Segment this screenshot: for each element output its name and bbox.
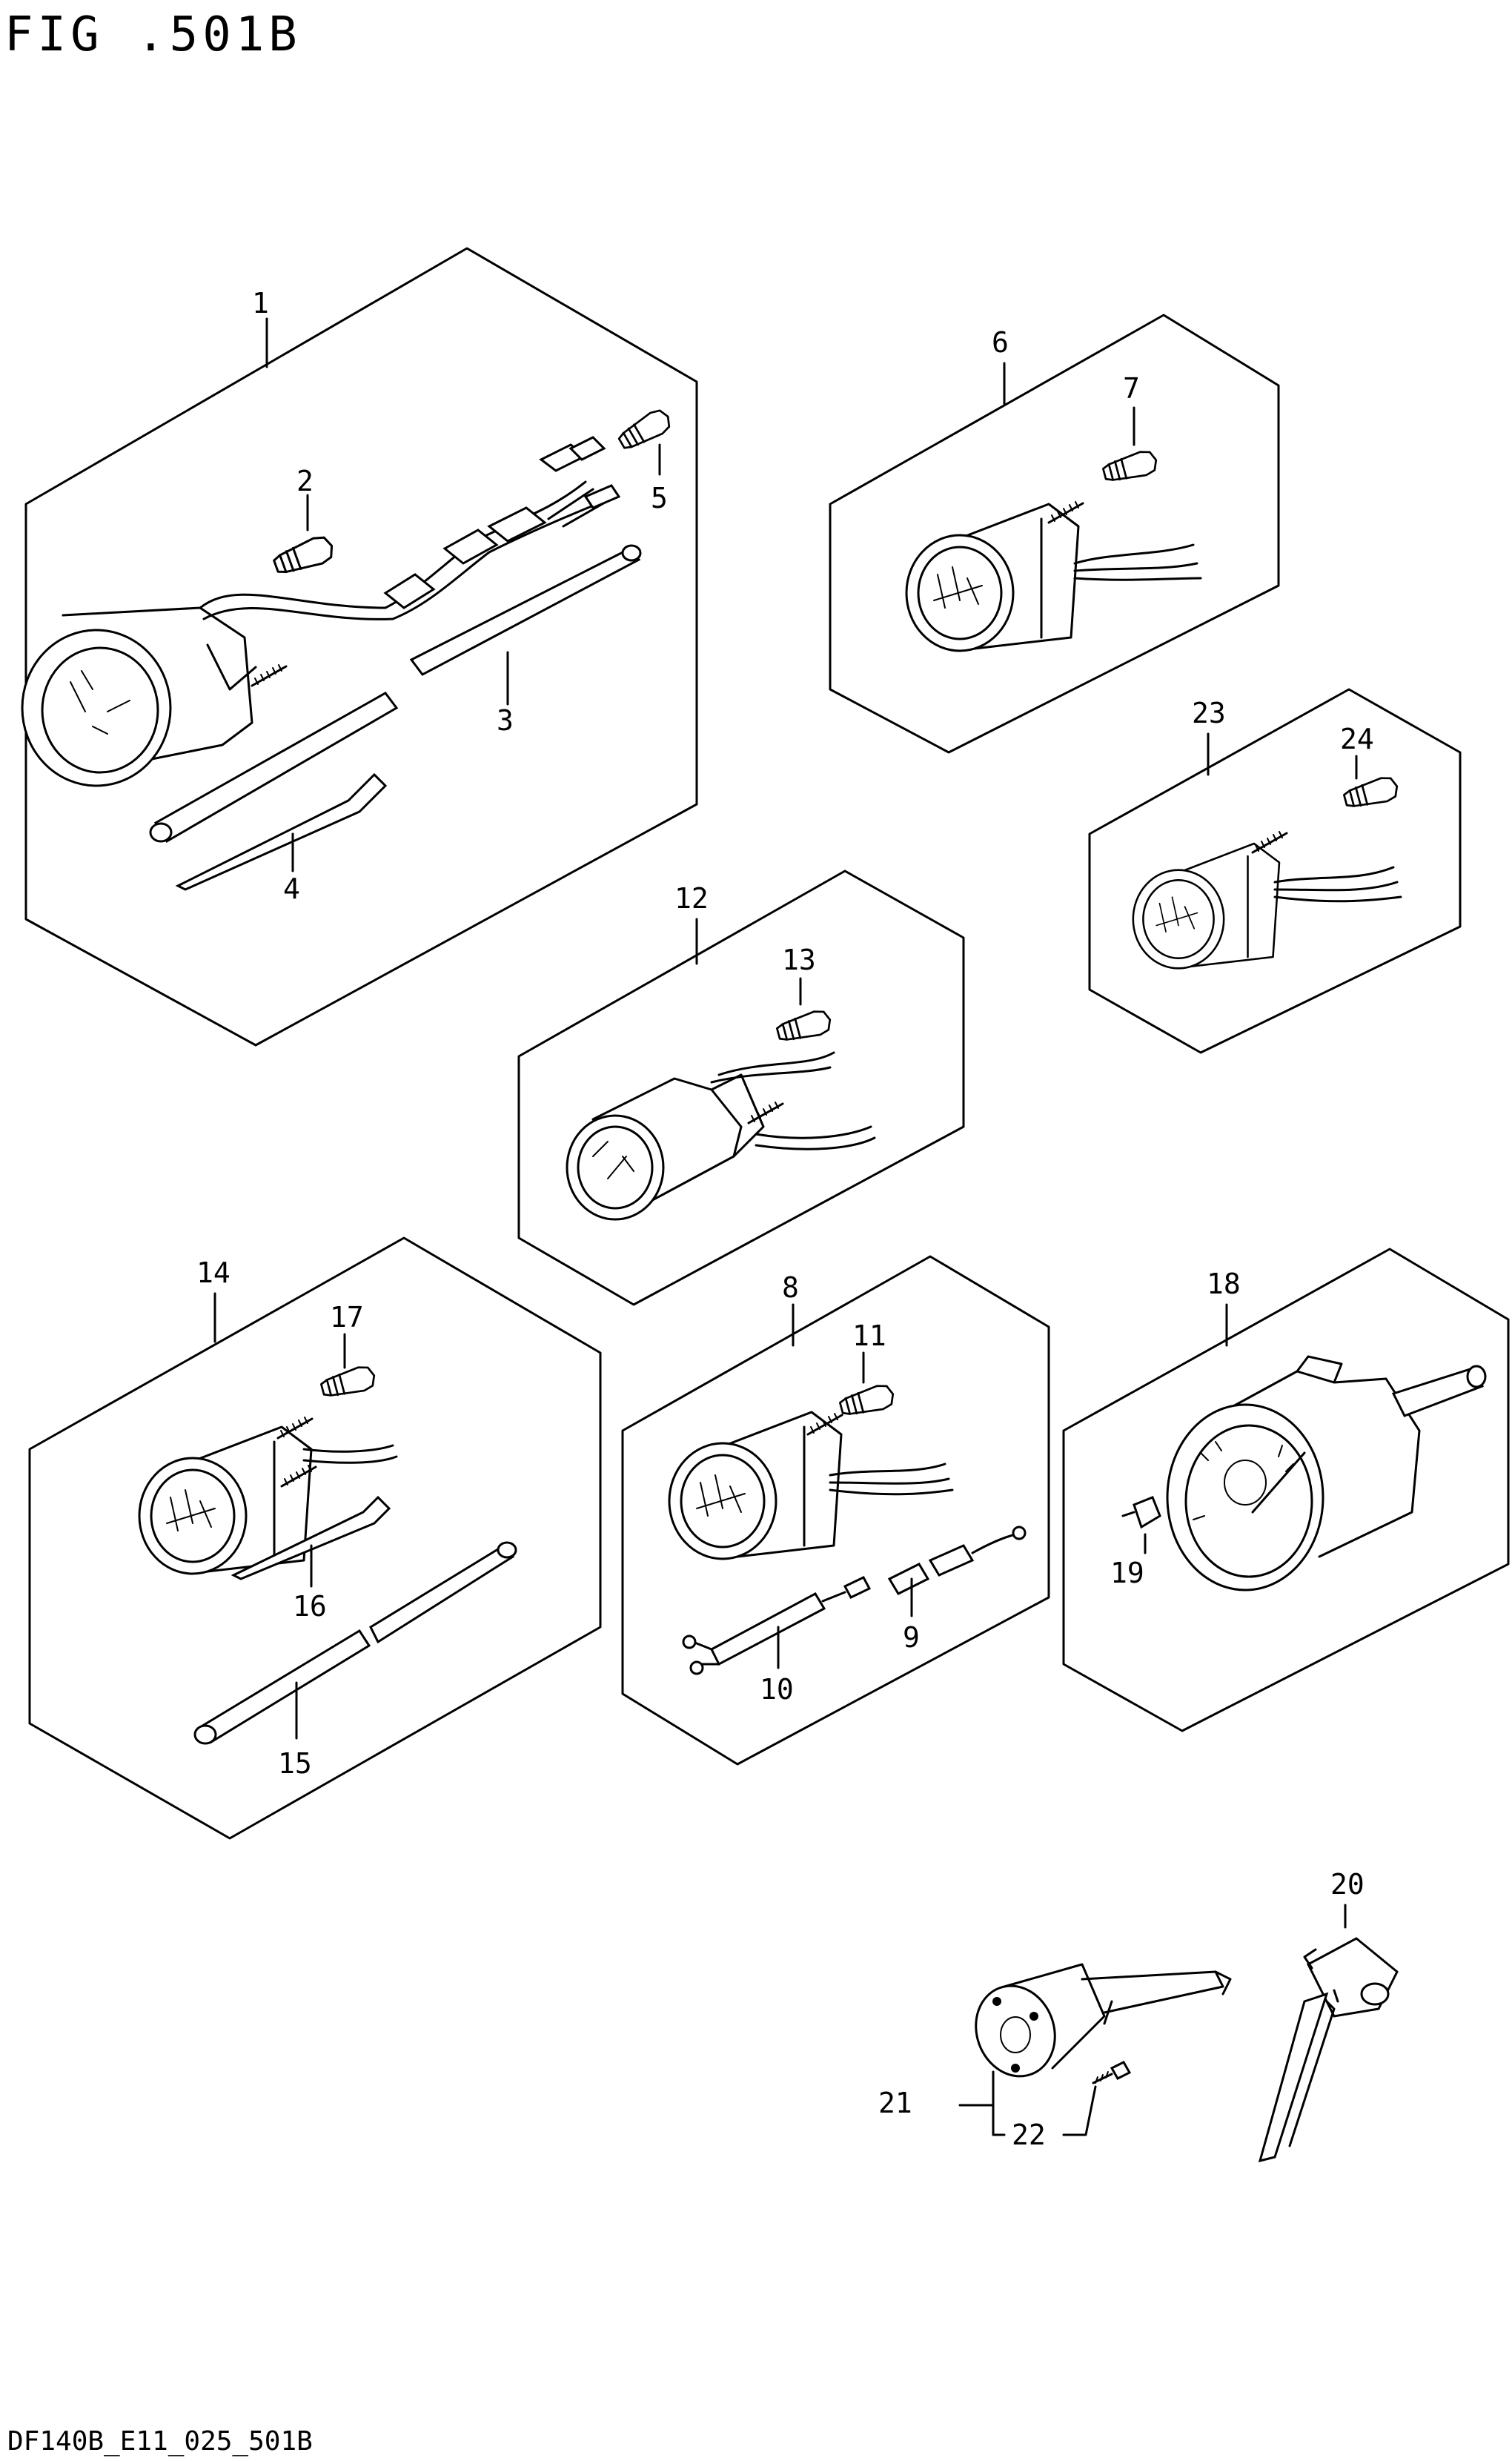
callout-15: 15	[278, 1747, 312, 1780]
kit-14-group	[28, 1236, 602, 1840]
callout-14: 14	[196, 1256, 231, 1289]
callout-22: 22	[1012, 2119, 1046, 2151]
callout-13: 13	[782, 944, 816, 976]
figure-title: FIG .501B	[4, 7, 302, 62]
callout-6: 6	[992, 326, 1009, 359]
callout-2: 2	[296, 465, 314, 497]
callout-7: 7	[1123, 372, 1140, 405]
callout-4: 4	[283, 872, 300, 905]
callout-12: 12	[674, 882, 709, 915]
leader-21	[958, 2070, 1006, 2136]
leader-22	[1062, 2085, 1097, 2136]
callout-3: 3	[497, 704, 514, 737]
bracket-20-group	[1258, 1937, 1399, 2163]
bracket-21-group	[975, 1963, 1232, 2078]
kit-23-group	[1088, 688, 1462, 1054]
kit-1-group	[21, 247, 698, 1047]
kit-18-group	[1062, 1248, 1510, 1732]
callout-9: 9	[903, 1621, 920, 1654]
screw-22	[1092, 2061, 1132, 2084]
callout-19: 19	[1110, 1557, 1144, 1589]
figure-code: DF140B_E11_025_501B	[7, 2426, 313, 2457]
callout-18: 18	[1207, 1268, 1241, 1300]
callout-24: 24	[1340, 723, 1374, 755]
callout-21: 21	[878, 2087, 912, 2119]
callout-11: 11	[852, 1319, 886, 1352]
callout-23: 23	[1192, 697, 1226, 729]
callout-5: 5	[651, 482, 668, 514]
kit-6-group	[829, 314, 1280, 754]
callout-20: 20	[1330, 1868, 1365, 1901]
callout-17: 17	[330, 1301, 364, 1334]
callout-10: 10	[760, 1673, 794, 1706]
callout-16: 16	[293, 1590, 327, 1623]
kit-12-group	[517, 870, 965, 1306]
callout-1: 1	[252, 287, 269, 319]
kit-8-group	[621, 1255, 1050, 1766]
callout-8: 8	[782, 1271, 799, 1304]
